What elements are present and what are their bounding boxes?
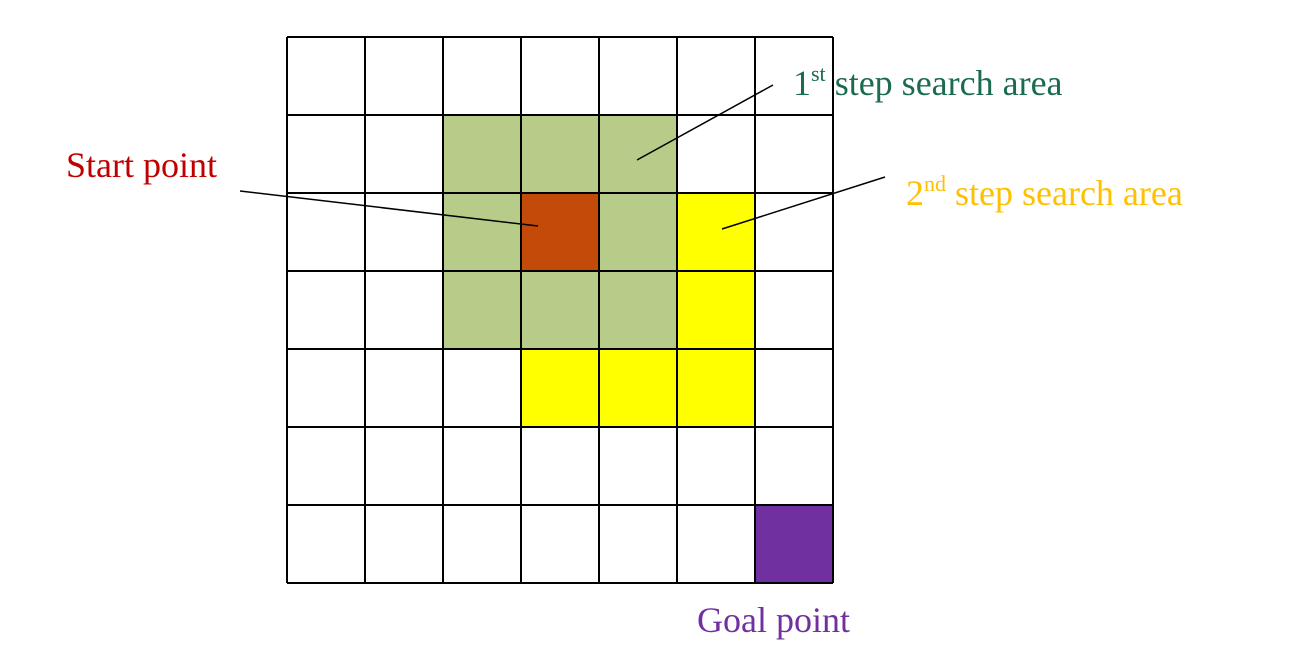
step1-cell <box>521 115 599 193</box>
step1-cell <box>599 271 677 349</box>
step2-cell <box>599 349 677 427</box>
step2-cell <box>521 349 599 427</box>
step2-label-text: step search area <box>946 173 1183 213</box>
step2-label: 2nd step search area <box>906 173 1183 213</box>
grid-cells <box>287 37 833 583</box>
step1-label-ordinal: st <box>811 61 826 86</box>
step1-cell <box>443 193 521 271</box>
step2-leader-line <box>721 176 886 230</box>
step1-cell <box>443 271 521 349</box>
goal-point-label: Goal point <box>697 600 850 640</box>
start-point-label: Start point <box>66 145 217 185</box>
step1-cell <box>599 193 677 271</box>
step1-label: 1st step search area <box>793 63 1063 103</box>
step2-cell <box>677 349 755 427</box>
start-cell <box>521 193 599 271</box>
grid-lines <box>286 36 834 584</box>
step1-leader-line <box>636 84 774 161</box>
goal-cell <box>755 505 833 583</box>
step2-cell <box>677 271 755 349</box>
step1-label-text: step search area <box>825 63 1063 103</box>
step1-cell <box>599 115 677 193</box>
step2-label-number: 2 <box>906 173 924 213</box>
start-leader-line <box>239 190 539 227</box>
step2-label-ordinal: nd <box>924 171 946 196</box>
step1-cell <box>521 271 599 349</box>
step2-cell <box>677 193 755 271</box>
step1-label-number: 1 <box>793 63 811 103</box>
leader-lines <box>239 84 886 230</box>
step1-cell <box>443 115 521 193</box>
